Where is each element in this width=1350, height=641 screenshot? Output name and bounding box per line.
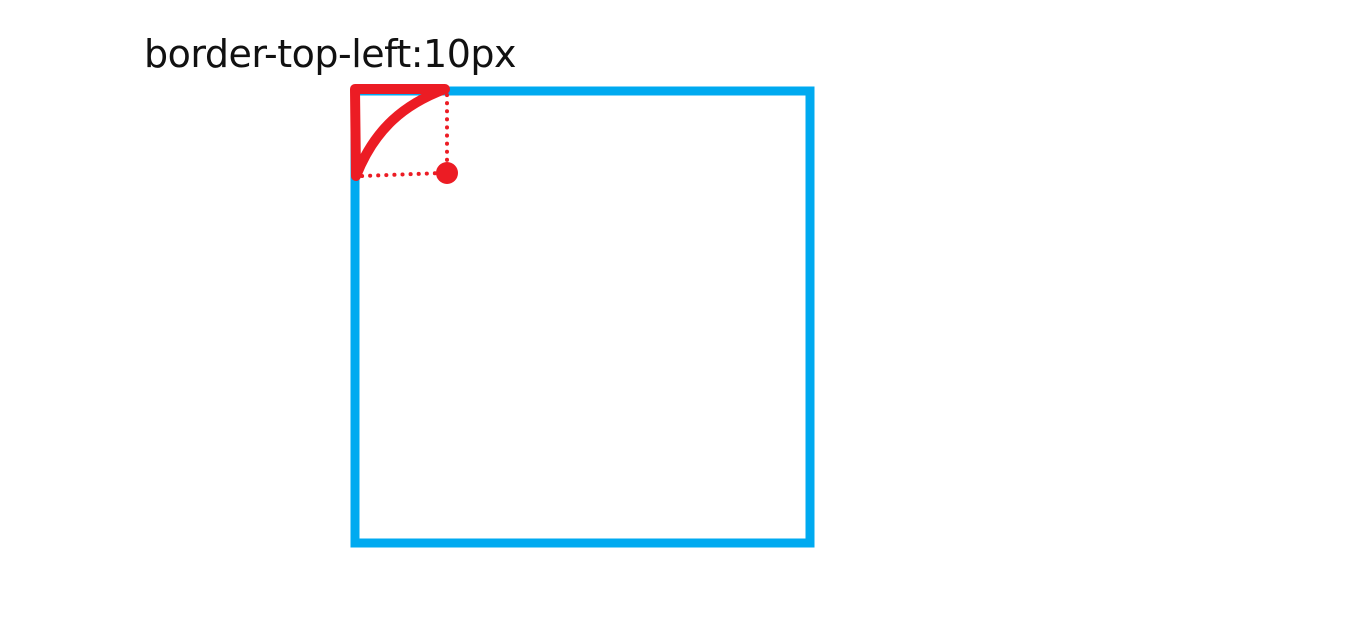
radius-horizontal-dotted-line — [360, 171, 444, 178]
caption-label: border-top-left:10px — [144, 32, 517, 76]
corner-highlight-outline — [350, 84, 450, 181]
blue-box-outline — [350, 86, 815, 548]
radius-center-dot — [436, 162, 458, 184]
